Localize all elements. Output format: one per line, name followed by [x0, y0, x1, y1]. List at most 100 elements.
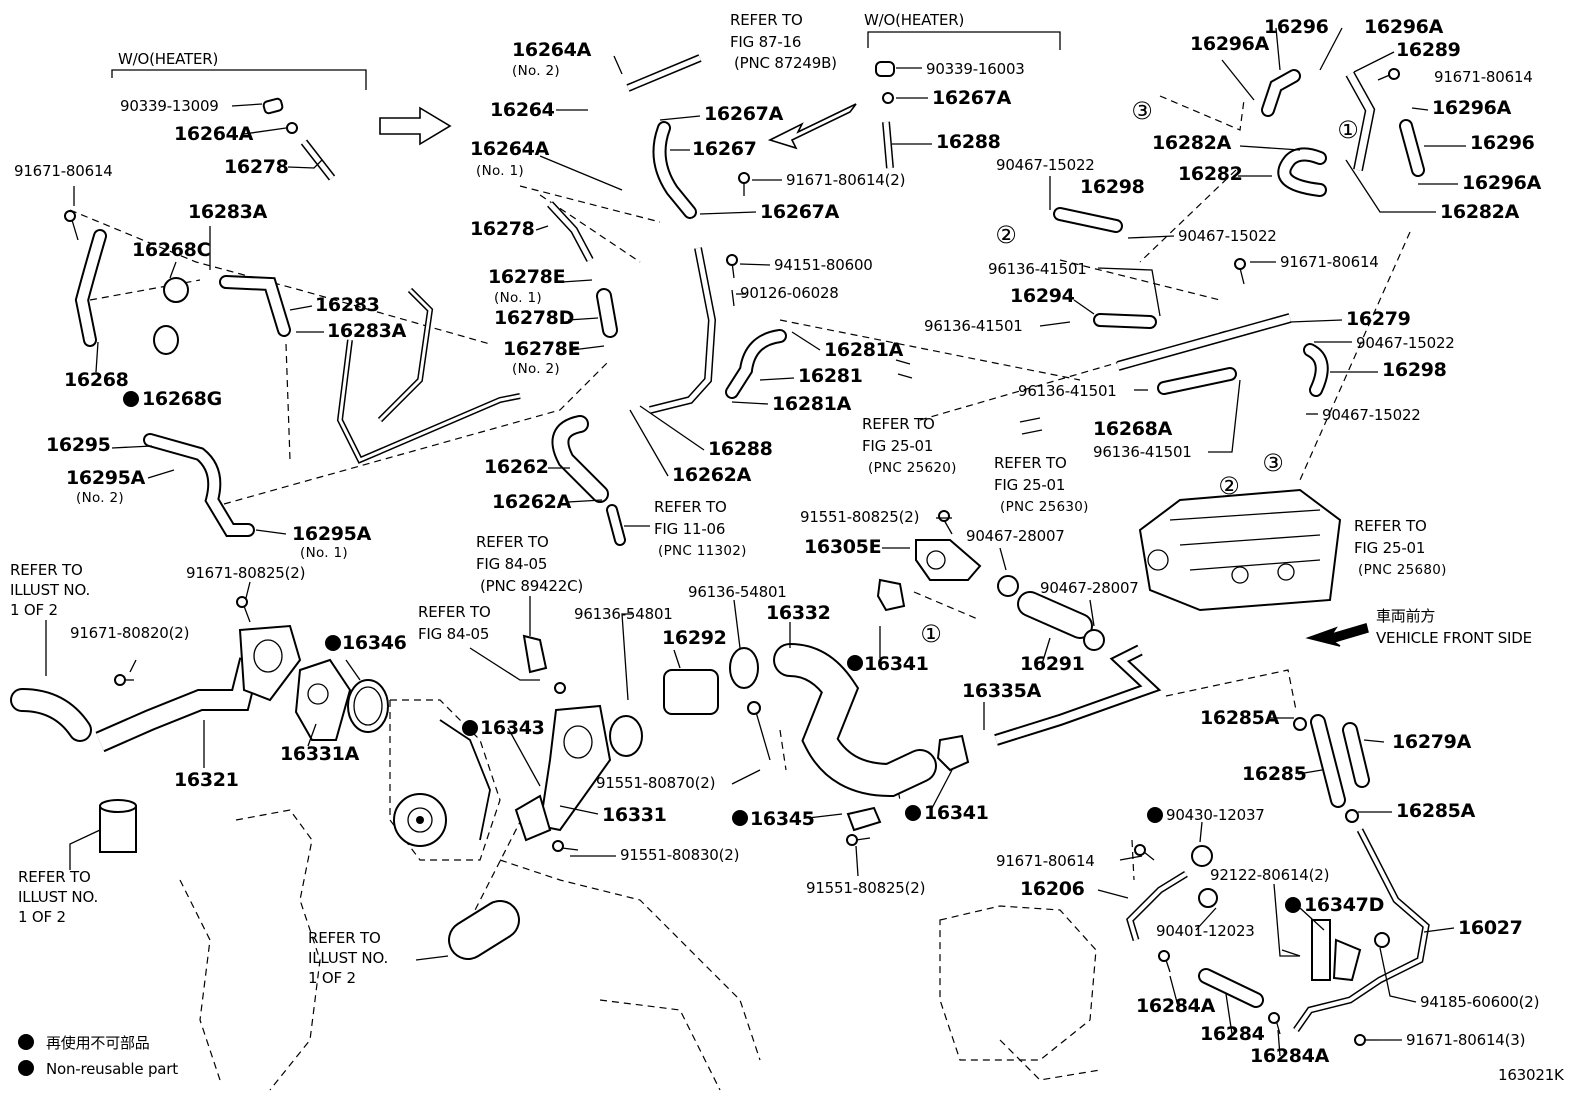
part-number-label: 16267	[692, 138, 757, 160]
thermostat-parts	[238, 539, 1362, 982]
note-label: (No. 2)	[76, 490, 124, 506]
connection-marker: ②	[995, 221, 1017, 249]
note-label: 90339-13009	[120, 97, 219, 115]
note-label: (No. 1)	[494, 290, 542, 306]
note-label: FIG 87-16	[730, 33, 801, 51]
note-label: 96136-41501	[1018, 382, 1117, 400]
hoses-and-pipes	[10, 54, 1430, 1033]
note-label: REFER TO	[10, 561, 83, 579]
note-label: VEHICLE FRONT SIDE	[1376, 629, 1532, 647]
note-label: FIG 11-06	[654, 520, 725, 538]
part-number-label: 16288	[708, 438, 773, 460]
part-number-label: 16289	[1396, 39, 1461, 61]
part-number-label: 16279A	[1392, 731, 1472, 753]
part-number-label: 16283A	[327, 320, 407, 342]
part-number-label: 16278	[470, 218, 535, 240]
part-number-label: 16279	[1346, 308, 1411, 330]
note-label: (PNC 25680)	[1358, 562, 1447, 578]
part-number-label: 16295A	[66, 467, 146, 489]
note-label: 91671-80825(2)	[186, 564, 305, 582]
note-label: 90467-15022	[996, 156, 1095, 174]
vehicle-front-arrow-icon	[1305, 623, 1369, 647]
note-label: 91671-80614	[1280, 253, 1379, 271]
water-pump	[393, 719, 491, 847]
non-reusable-markers	[18, 391, 1301, 1076]
non-reusable-bullet-icon	[18, 1060, 34, 1076]
non-reusable-bullet-icon	[1147, 807, 1163, 823]
part-number-label: 16331	[602, 804, 667, 826]
note-label: (No. 2)	[512, 63, 560, 79]
part-number-label: 16285A	[1396, 800, 1476, 822]
note-label: 91551-80825(2)	[806, 879, 925, 897]
part-number-label: 16264A	[174, 123, 254, 145]
part-number-label: 16281A	[772, 393, 852, 415]
part-number-label: 16284	[1200, 1023, 1265, 1045]
note-label: 96136-41501	[924, 317, 1023, 335]
part-number-label: 16291	[1020, 653, 1085, 675]
note-label: FIG 25-01	[1354, 539, 1425, 557]
part-number-label: 16295	[46, 434, 111, 456]
connection-marker: ①	[1337, 116, 1359, 144]
part-labels: W/O(HEATER) 90339-13009 16264A 16278 91671-8…	[10, 11, 1565, 1084]
non-reusable-bullet-icon	[847, 655, 863, 671]
part-number-label: 16284A	[1136, 995, 1216, 1017]
intake-manifold	[1138, 488, 1342, 612]
part-number-label: 16264A	[470, 138, 550, 160]
part-number-label: 16264	[490, 99, 555, 121]
part-number-label: 16335A	[962, 680, 1042, 702]
note-label: 90467-15022	[1322, 406, 1421, 424]
part-number-label: 16282	[1178, 163, 1243, 185]
engine-block-outline	[179, 699, 1101, 1091]
note-label: (PNC 89422C)	[480, 577, 583, 595]
note-label: 94185-60600(2)	[1420, 993, 1539, 1011]
part-number-label: 16283	[315, 294, 380, 316]
part-number-label: 16278D	[494, 307, 574, 329]
part-number-label: 16267A	[704, 103, 784, 125]
note-label: REFER TO	[18, 868, 91, 886]
outline-arrow-right	[379, 106, 452, 146]
note-label: REFER TO	[418, 603, 491, 621]
part-number-label: 16298	[1382, 359, 1447, 381]
note-label: W/O(HEATER)	[118, 50, 218, 68]
note-label: (No. 1)	[300, 545, 348, 561]
note-label: (No. 2)	[512, 361, 560, 377]
part-number-label: 16281	[798, 365, 863, 387]
part-number-label: 16296	[1264, 16, 1329, 38]
hose-clamps	[153, 277, 1390, 948]
part-number-label: 16285	[1242, 763, 1307, 785]
note-label: 1 OF 2	[308, 969, 356, 987]
part-number-label: 16294	[1010, 285, 1075, 307]
note-label: 車両前方	[1376, 607, 1435, 625]
connection-marker: ③	[1131, 97, 1153, 125]
note-label: ILLUST NO.	[18, 888, 98, 906]
leader-lines	[45, 27, 1466, 1057]
note-label: 94151-80600	[774, 256, 873, 274]
part-number-label: 16298	[1080, 176, 1145, 198]
part-number-label: 16264A	[512, 39, 592, 61]
non-reusable-bullet-icon	[462, 720, 478, 736]
part-number-label: 16206	[1020, 878, 1085, 900]
note-label: (PNC 25630)	[1000, 499, 1089, 515]
part-number-label: 16343	[480, 717, 545, 739]
note-label: REFER TO	[308, 929, 381, 947]
note-label: 91671-80614(3)	[1406, 1031, 1525, 1049]
small-fittings	[262, 61, 1043, 694]
note-label: 163021K	[1498, 1066, 1565, 1084]
non-reusable-bullet-icon	[123, 391, 139, 407]
note-label: (PNC 11302)	[658, 543, 747, 559]
part-number-label: 16292	[662, 627, 727, 649]
note-label: 91551-80870(2)	[596, 774, 715, 792]
part-number-label: 16278	[224, 156, 289, 178]
non-reusable-bullet-icon	[18, 1034, 34, 1050]
note-label: 92122-80614(2)	[1210, 866, 1329, 884]
note-label: (PNC 25620)	[868, 460, 957, 476]
part-number-label: 16282A	[1440, 201, 1520, 223]
part-number-label: 16347D	[1304, 894, 1384, 916]
part-number-label: 16296A	[1190, 33, 1270, 55]
part-number-label: 16262A	[672, 464, 752, 486]
part-number-label: 16345	[750, 808, 815, 830]
non-reusable-bullet-icon	[905, 805, 921, 821]
part-number-label: 16296A	[1364, 16, 1444, 38]
part-number-label: 16282A	[1152, 132, 1232, 154]
